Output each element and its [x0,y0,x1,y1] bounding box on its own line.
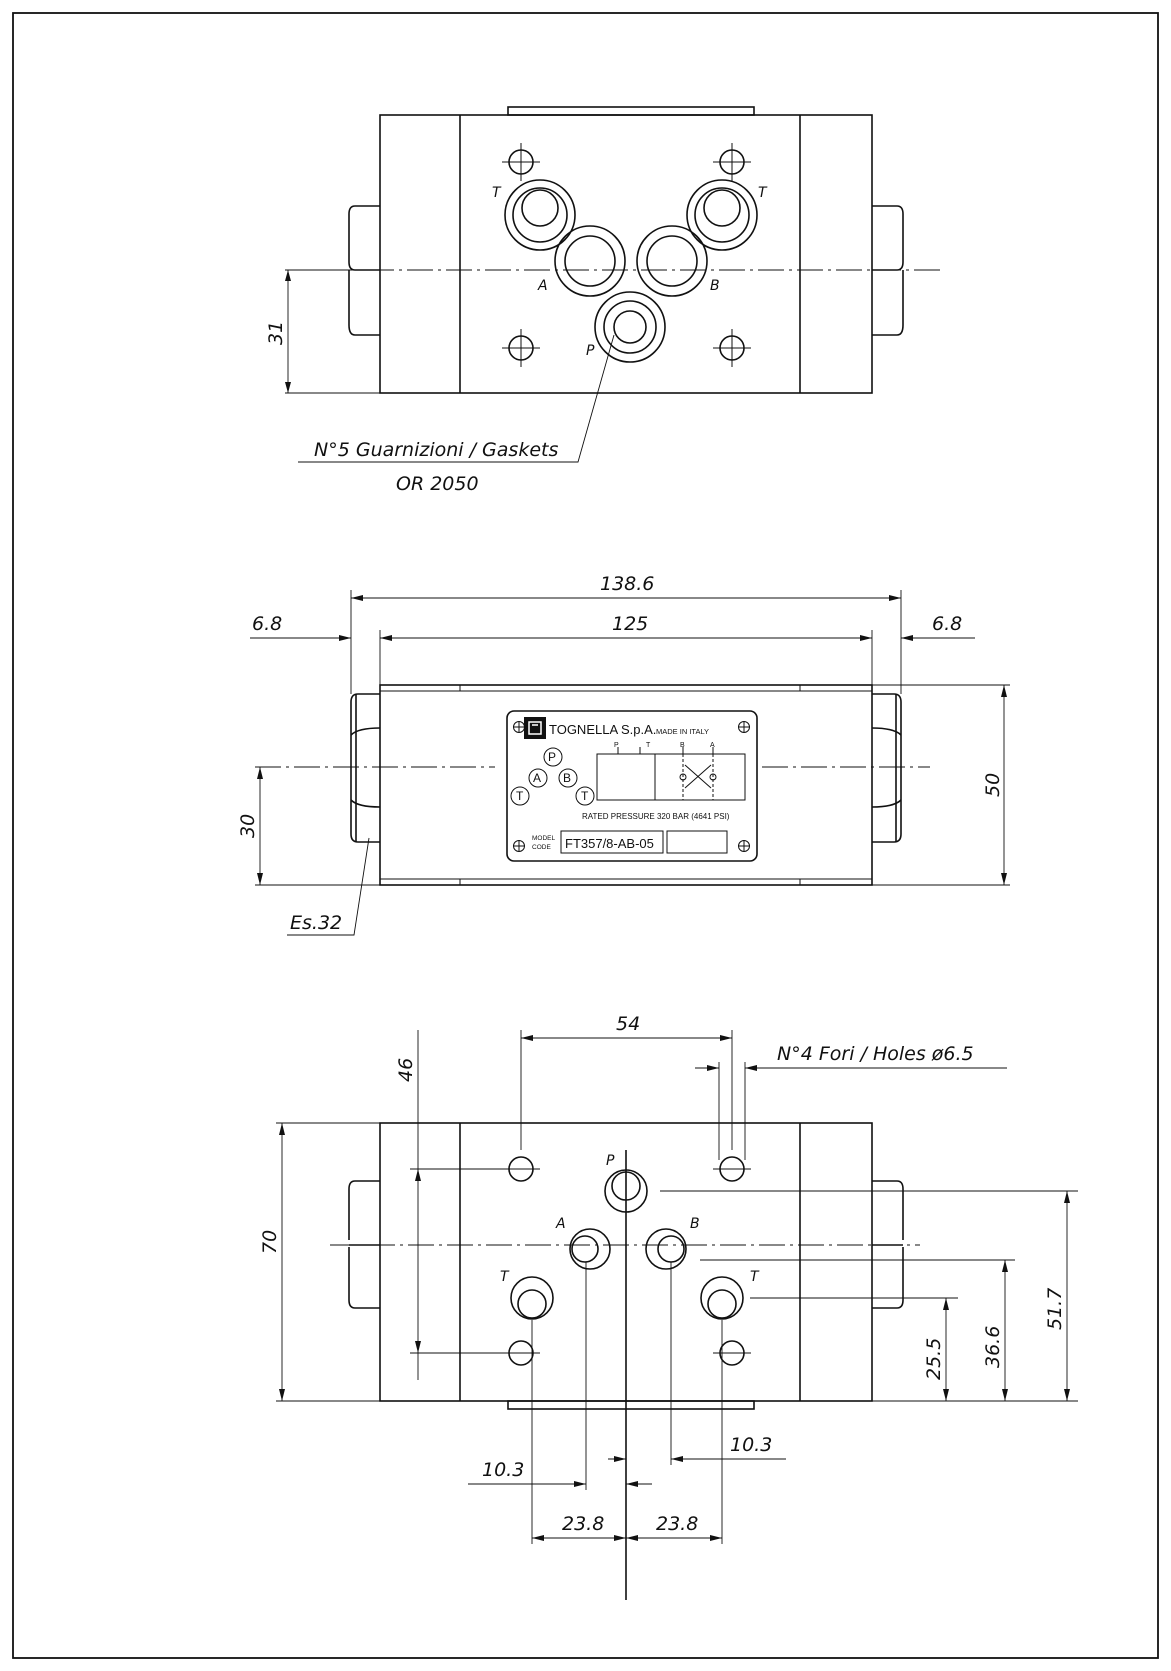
nameplate-frame [506,710,758,862]
nameplate: TOGNELLA S.p.A. MADE IN ITALY P A B T T [506,710,758,862]
nameplate-model-label: MODEL [532,835,556,842]
top-label-b: B [710,278,720,294]
bottom-view: P A B T T 54 N°4 Fori / Holes ø6.5 46 70 [259,1013,1078,1600]
side-view: 138.6 125 6.8 6.8 50 30 Es.32 [237,573,1010,936]
plate-port-t: T [646,742,651,749]
bottom-dim-70: 70 [259,1230,281,1254]
top-dim-31: 31 [265,321,287,345]
plate-port-b: B [680,742,685,749]
bottom-port-b [645,1228,687,1270]
bottom-dim-23-8-left: 23.8 [562,1513,604,1535]
bottom-hex-left [348,1180,380,1309]
side-dim-hex-left: 6.8 [252,613,282,635]
top-label-t-right: T [758,185,768,201]
side-body [379,684,873,886]
bottom-label-t-right: T [750,1269,760,1285]
nameplate-code-label: CODE [532,844,551,851]
nameplate-screw-br [738,840,750,852]
top-bar [507,106,755,116]
plate-circle-b: B [563,771,571,785]
nameplate-screw-tl [513,721,525,733]
bottom-dim-51-7: 51.7 [1044,1288,1066,1330]
top-port-t-right [686,179,758,251]
nameplate-company: TOGNELLA S.p.A. [549,722,656,737]
bottom-hex-right [872,1180,904,1309]
top-port-p [594,291,666,363]
bottom-dim-23-8-right: 23.8 [656,1513,698,1535]
nameplate-screw-bl [513,840,525,852]
top-port-t-left [504,179,576,251]
side-dim-height: 50 [982,773,1004,797]
top-view: T T A B P 31 N°5 Guarnizioni / Gaskets O… [265,106,940,495]
top-label-t-left: T [492,185,502,201]
nameplate-logo [524,717,546,739]
nameplate-origin: MADE IN ITALY [656,727,709,736]
gasket-note-line1: N°5 Guarnizioni / Gaskets [314,439,558,461]
bottom-bar [507,1400,755,1410]
plate-port-a: A [710,742,715,749]
top-port-b [636,225,708,297]
side-hex-left [350,693,381,843]
bottom-label-b: B [690,1216,700,1232]
bottom-port-t-right [700,1276,744,1320]
sheet-border [12,12,1159,1659]
bottom-label-t-left: T [500,1269,510,1285]
plate-port-p: P [614,742,619,749]
top-body [379,114,873,394]
holes-note: N°4 Fori / Holes ø6.5 [777,1043,974,1065]
nameplate-blank-box [666,830,728,854]
plate-circle-a: A [533,771,541,785]
nameplate-screw-tr [738,721,750,733]
bottom-port-a [569,1228,611,1270]
hydraulic-symbol [596,747,746,801]
bottom-label-a: A [555,1216,566,1232]
nameplate-rated: RATED PRESSURE 320 BAR (4641 PSI) [582,812,730,821]
side-dim-body: 125 [612,613,648,635]
top-label-a: A [537,278,548,294]
side-hex-right [871,693,902,843]
plate-circle-t-left: T [516,789,524,803]
bottom-dim-10-3-left: 10.3 [482,1459,524,1481]
bottom-dim-25-5: 25.5 [923,1338,945,1380]
plate-circle-t-right: T [581,789,589,803]
side-dim-hex-right: 6.8 [932,613,962,635]
nameplate-model-code: FT357/8-AB-05 [565,836,654,851]
top-hex-right [872,205,904,336]
bottom-dim-10-3-right: 10.3 [730,1434,772,1456]
hex-note: Es.32 [290,912,342,934]
plate-circle-p: P [548,750,556,764]
bottom-dim-36-6: 36.6 [982,1326,1004,1368]
side-dim-axis: 30 [237,814,259,838]
bottom-dim-46: 46 [395,1058,417,1082]
top-port-a [554,225,626,297]
bottom-dim-54: 54 [616,1013,640,1035]
top-hex-left [348,205,380,336]
gasket-note-line2: OR 2050 [396,473,479,495]
side-dim-overall: 138.6 [600,573,654,595]
bottom-label-p: P [606,1153,615,1169]
bottom-port-t-left [510,1276,554,1320]
top-label-p: P [586,343,595,359]
